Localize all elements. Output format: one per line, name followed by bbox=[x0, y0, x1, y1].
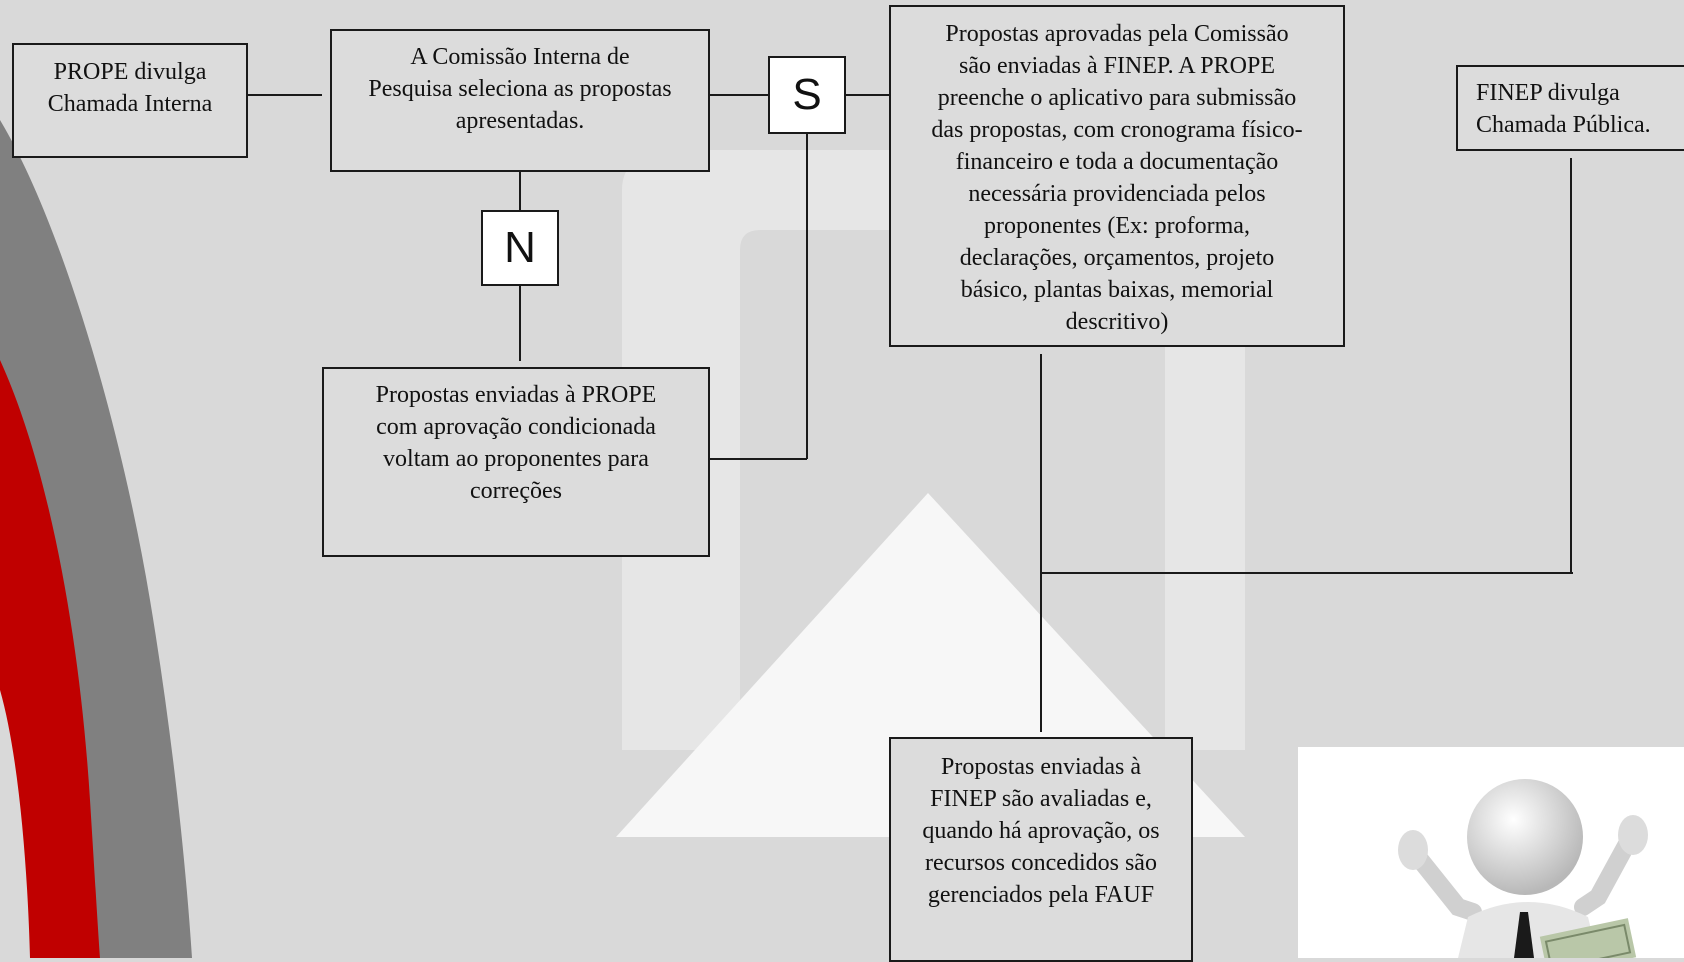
decision-sim: S bbox=[768, 56, 846, 134]
box-correcoes: Propostas enviadas à PROPE com aprovação… bbox=[322, 367, 710, 557]
box-prope-divulga-text: PROPE divulga Chamada Interna bbox=[47, 59, 213, 117]
box-comissao-text: A Comissão Interna de Pesquisa seleciona… bbox=[368, 44, 672, 134]
box-finep-divulga: FINEP divulga Chamada Pública. bbox=[1456, 65, 1684, 151]
decision-sim-label: S bbox=[792, 70, 822, 119]
box-fauf: Propostas enviadas à FINEP são avaliadas… bbox=[889, 737, 1193, 962]
box-comissao: A Comissão Interna de Pesquisa seleciona… bbox=[330, 29, 710, 172]
ribbon-red bbox=[0, 360, 100, 958]
box-aprovadas-text: Propostas aprovadas pela Comissão são en… bbox=[931, 21, 1303, 335]
box-correcoes-text: Propostas enviadas à PROPE com aprovação… bbox=[375, 382, 657, 504]
box-aprovadas: Propostas aprovadas pela Comissão são en… bbox=[889, 5, 1345, 347]
box-finep-divulga-text: FINEP divulga Chamada Pública. bbox=[1476, 80, 1651, 138]
person-with-money-icon bbox=[1298, 747, 1684, 958]
box-prope-divulga: PROPE divulga Chamada Interna bbox=[12, 43, 248, 158]
box-fauf-text: Propostas enviadas à FINEP são avaliadas… bbox=[922, 754, 1160, 908]
decision-nao: N bbox=[481, 210, 559, 286]
decision-nao-label: N bbox=[504, 223, 536, 272]
